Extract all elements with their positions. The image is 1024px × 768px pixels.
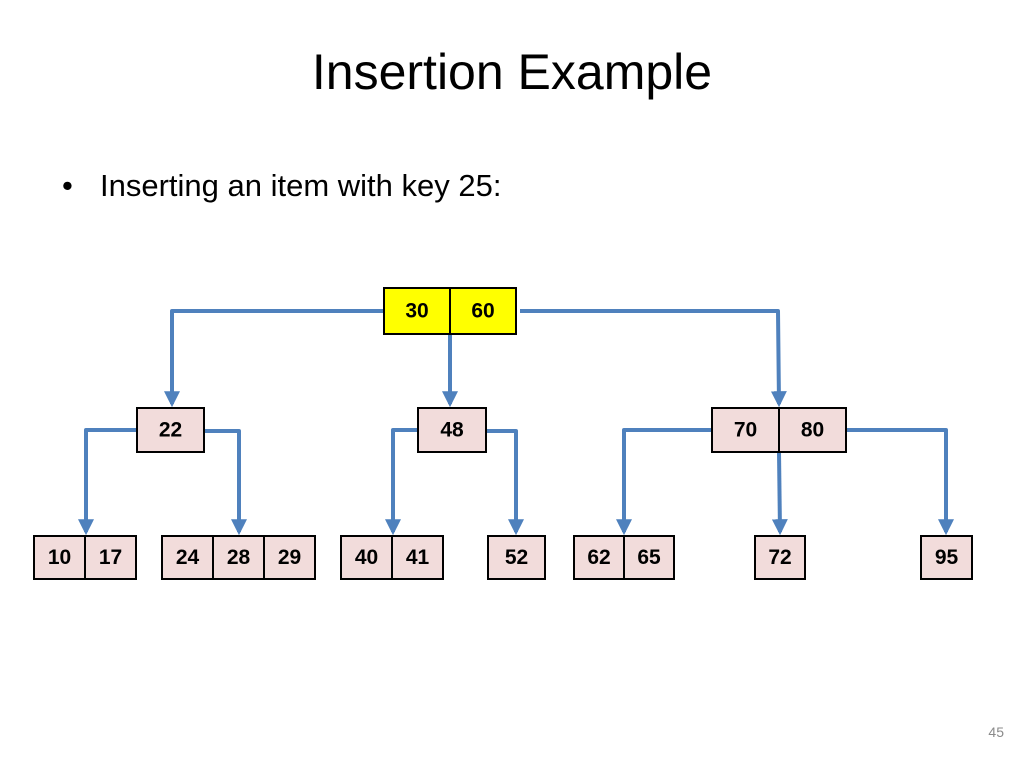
leaf-key-label: 62 [587,546,610,569]
tree-edge-arrow [520,309,787,408]
leaf-key-cell [84,535,137,580]
internal-key-label: 70 [734,419,757,442]
leaf-key-label: 41 [406,546,430,569]
tree-edge-arrow [771,451,788,536]
tree-edge-arrow [78,428,137,536]
leaf-key-label: 40 [355,546,378,569]
internal-key-cell [778,407,847,453]
slide-number: 45 [988,724,1004,740]
root-key-cell [383,287,451,335]
leaf-node: 40 41 [340,535,444,580]
leaf-node: 95 [920,535,973,580]
root-key-label: 30 [405,300,428,323]
tree-edge-arrow [204,429,247,536]
tree-edges [78,309,954,536]
leaf-key-label: 65 [637,546,661,569]
slide-title: Insertion Example [311,44,713,100]
root-key-label: 60 [471,300,494,323]
leaf-key-label: 24 [176,546,200,569]
leaf-node: 24 28 29 [161,535,316,580]
leaf-node: 62 65 [573,535,675,580]
leaf-key-cell [263,535,316,580]
root-key-cell [449,287,517,335]
leaf-key-cell [161,535,214,580]
internal-key-cell [417,407,487,453]
bullet-marker: • [62,168,73,203]
tree-edge-arrow [846,428,954,536]
tree-edge-arrow [385,428,418,536]
internal-key-label: 22 [159,419,182,442]
leaf-node: 72 [754,535,806,580]
leaf-key-cell [573,535,625,580]
internal-key-cell [136,407,205,453]
leaf-node: 10 17 [33,535,137,580]
tree-edge-arrow [164,309,384,408]
internal-key-label: 80 [801,419,824,442]
internal-node: 22 [136,407,205,453]
leaf-key-cell [391,535,444,580]
leaf-key-label: 10 [48,546,71,569]
leaf-key-label: 29 [278,546,301,569]
leaf-node: 52 [487,535,546,580]
internal-key-label: 48 [440,419,464,442]
tree-edge-arrow [616,428,712,536]
tree-nodes: 30 60 22 48 70 80 10 17 24 28 29 40 41 52 62 65 72 95 [33,287,973,580]
leaf-key-cell [487,535,546,580]
leaf-key-cell [754,535,806,580]
bullet-point: • Inserting an item with key 25: [62,166,501,206]
bullet-text: Inserting an item with key 25: [100,168,502,203]
leaf-key-label: 72 [768,546,791,569]
tree-edge-arrow [486,429,524,536]
leaf-key-cell [920,535,973,580]
leaf-key-cell [340,535,393,580]
internal-node: 48 [417,407,487,453]
leaf-key-label: 28 [227,546,251,569]
leaf-key-label: 52 [505,546,528,569]
leaf-key-label: 17 [99,546,122,569]
root-node: 30 60 [383,287,517,335]
leaf-key-cell [623,535,675,580]
internal-node: 70 80 [711,407,847,453]
internal-key-cell [711,407,780,453]
leaf-key-label: 95 [935,546,959,569]
leaf-key-cell [212,535,265,580]
